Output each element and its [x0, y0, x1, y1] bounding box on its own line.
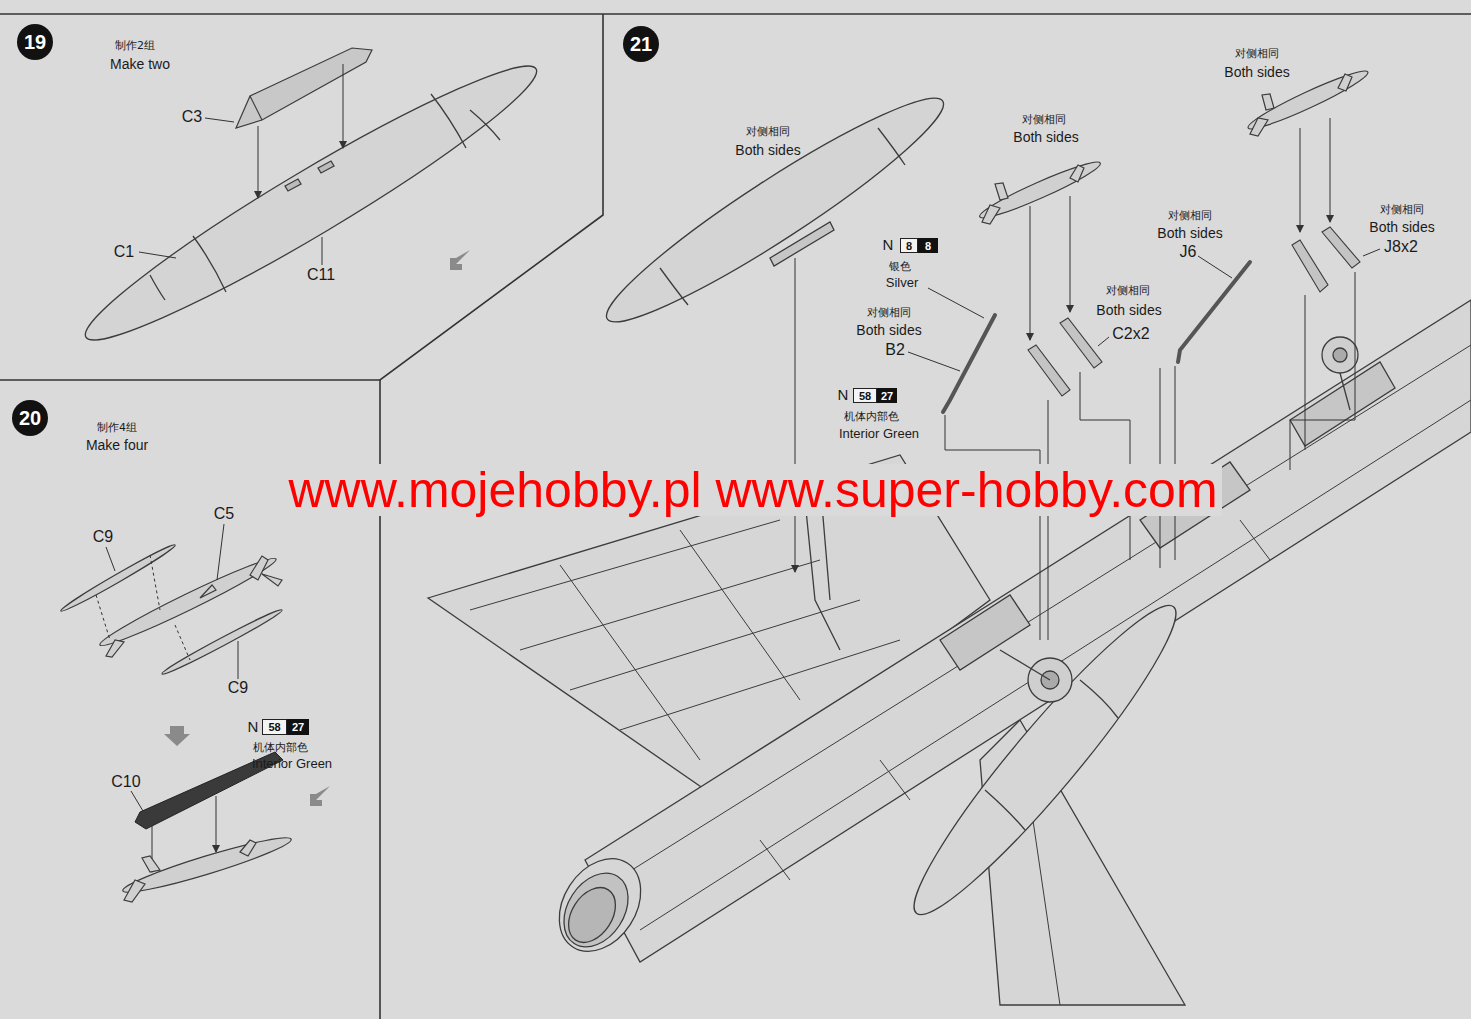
panel-frame: [0, 14, 1471, 1019]
chinese-note: 对侧相同: [867, 307, 911, 320]
part-number: C9: [93, 528, 113, 546]
note: Make four: [86, 437, 148, 453]
color-name: Interior Green: [839, 427, 919, 442]
step-number-text: 20: [19, 407, 41, 430]
paint-code: 8: [918, 238, 938, 253]
paint-code: 27: [287, 719, 309, 735]
note: Both sides: [1224, 64, 1289, 80]
paint-brand: N: [883, 236, 894, 253]
paint-code-text: 58: [268, 721, 280, 733]
missile: [976, 65, 1371, 224]
assembly-line: [96, 555, 190, 660]
paint-code-text: 8: [906, 240, 912, 252]
step-number: 20: [12, 400, 48, 436]
paint-brand: N: [838, 386, 849, 403]
leader-line: [908, 249, 1380, 371]
paint-code-text: 58: [859, 390, 871, 402]
pylon-part: [236, 48, 372, 128]
part-number: C3: [182, 108, 202, 126]
drop-tank: [591, 76, 959, 344]
chinese-color-name: 机体内部色: [253, 742, 308, 755]
chinese-note: 对侧相同: [1022, 114, 1066, 127]
paint-code: 8: [900, 238, 918, 253]
watermark: www.mojehobby.pl www.super-hobby.com: [284, 464, 1221, 517]
drop-tank: [70, 41, 553, 364]
aircraft-underside: [428, 300, 1471, 1005]
chinese-note: 制作2组: [115, 40, 155, 53]
note: Both sides: [1096, 302, 1161, 318]
direction-arrow: [164, 726, 190, 746]
chinese-note: 对侧相同: [1235, 48, 1279, 61]
part-number: C9: [228, 679, 248, 697]
part-number: C5: [214, 505, 234, 523]
note: Both sides: [856, 322, 921, 338]
note: Make two: [110, 56, 170, 72]
part-number: C1: [114, 243, 134, 261]
pylon-part: [1028, 227, 1360, 396]
paint-code: 58: [853, 388, 877, 403]
chinese-note: 对侧相同: [1380, 204, 1424, 217]
part-number: B2: [885, 341, 905, 359]
step-number: 21: [623, 26, 659, 62]
chinese-note: 制作4组: [97, 422, 137, 435]
chinese-note: 对侧相同: [1106, 285, 1150, 298]
leader-line: [106, 524, 238, 811]
paint-code-text: 27: [881, 390, 893, 402]
part-number: J8x2: [1384, 238, 1418, 256]
landing-gear: [805, 337, 1358, 702]
note: Both sides: [1157, 225, 1222, 241]
note: Both sides: [1013, 129, 1078, 145]
leader-line: [139, 64, 343, 265]
part-number: C2x2: [1112, 325, 1149, 343]
paint-code-text: 8: [925, 240, 931, 252]
paint-brand: N: [248, 718, 259, 735]
direction-arrow: [310, 786, 330, 806]
paint-code: 27: [877, 388, 897, 403]
missile: [59, 542, 284, 678]
part-number: C11: [307, 266, 335, 284]
part-number: J6: [1180, 243, 1197, 261]
chinese-note: 对侧相同: [1168, 210, 1212, 223]
part-number: C10: [111, 773, 140, 791]
missile: [120, 831, 294, 902]
chinese-color-name: 机体内部色: [844, 411, 899, 424]
direction-arrow: [450, 250, 470, 270]
assembly-line: [795, 118, 1355, 640]
chinese-color-name: 银色: [889, 261, 911, 274]
color-name: Silver: [886, 276, 919, 291]
paint-code-text: 27: [292, 721, 304, 733]
chinese-note: 对侧相同: [746, 126, 790, 139]
step-number-text: 19: [24, 31, 46, 54]
color-name: Interior Green: [252, 757, 332, 772]
paint-code: 58: [262, 719, 287, 735]
step-number-text: 21: [630, 33, 652, 56]
rod-part: [943, 262, 1250, 412]
step-number: 19: [17, 24, 53, 60]
note: Both sides: [1369, 219, 1434, 235]
note: Both sides: [735, 142, 800, 158]
